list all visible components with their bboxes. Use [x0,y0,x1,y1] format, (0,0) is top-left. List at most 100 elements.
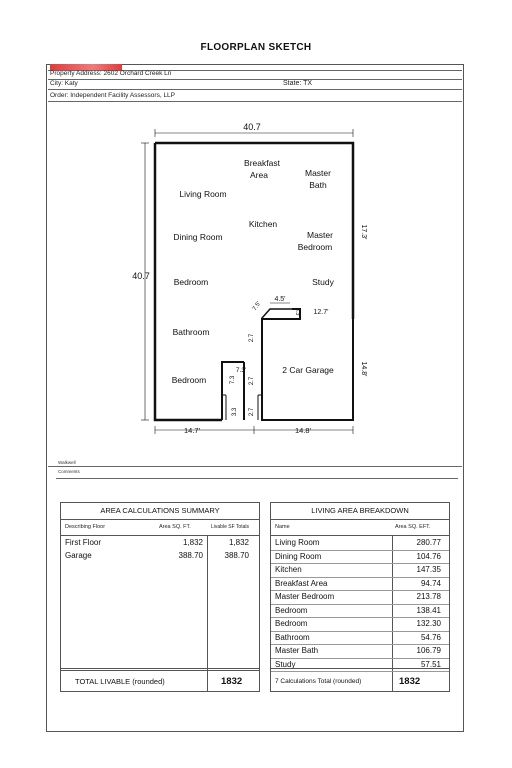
summary-area: 1,832 [182,538,203,547]
breakdown-room-name: Living Room [275,538,320,547]
living-area-breakdown-box: LIVING AREA BREAKDOWN Name Area SQ. EFT.… [270,502,450,692]
dim-right-upper: 17.3' [360,225,367,240]
dim-wall-b: 2.7 [249,376,255,385]
total-livable-label: TOTAL LIVABLE (rounded) [75,677,165,686]
col-livable: Livable SF Totals [211,524,249,530]
notch-wall [261,308,292,319]
summary-floor: Garage [65,551,92,560]
dim-notch-right: 12.7' [314,309,329,316]
col-area: Area SQ. FT. [159,524,191,530]
breakdown-room-name: Dining Room [275,551,322,561]
total-divider [271,668,449,669]
col-name: Name [275,524,290,530]
room-master-bedroom: Master [307,230,333,240]
breakdown-room-area: 104.76 [416,551,441,561]
dim-bottom-right: 14.8' [295,426,312,435]
notes-divider [48,466,462,467]
report-frame [46,64,464,732]
table-row: Master Bath 106.79 [271,644,449,659]
breakdown-header: Name Area SQ. EFT. [271,519,449,536]
area-summary-header: Describing Floor Area SQ. FT. Livable SF… [61,519,259,536]
comments-label: Comments [58,469,80,474]
room-dining-room: Dining Room [173,232,222,242]
room-garage: 2 Car Garage [282,365,334,375]
room-bedroom: Bedroom [174,277,209,287]
table-row: Study 57.51 [271,658,449,672]
summary-livable: 1,832 [228,538,249,547]
summary-livable: 388.70 [224,551,249,560]
breakdown-room-name: Bathroom [275,632,310,642]
room-master-bath: Bath [309,180,327,190]
dim-stair-33: 3.3 [232,407,238,416]
dim-notch-small: 3.3' [294,308,300,317]
interior-wall [221,361,244,420]
col-area: Area SQ. EFT. [395,524,431,530]
room-breakfast: Breakfast [244,158,281,168]
room-bathroom: Bathroom [173,327,210,337]
city: City: Katy [50,80,78,87]
breakdown-room-name: Study [275,659,296,669]
breakdown-room-area: 106.79 [416,646,441,655]
dim-right-lower: 14.8' [360,362,367,377]
summary-area: 388.70 [178,551,203,560]
property-address: Property Address: 2602 Orchard Creek Ln [50,70,172,77]
notes-divider [56,478,458,479]
total-divider [61,670,259,671]
table-row: Kitchen 147.35 [271,563,449,578]
dim-left-height: 40.7 [132,271,150,281]
breakdown-room-name: Bedroom [275,605,308,615]
total-divider [61,668,259,669]
dim-wall-c: 2.7 [249,407,255,416]
breakdown-room-name: Master Bedroom [275,592,335,601]
header-divider [48,101,462,102]
state: State: TX [283,80,313,87]
area-summary-box: AREA CALCULATIONS SUMMARY Describing Flo… [60,502,260,692]
table-row: Bedroom 138.41 [271,604,449,618]
table-row: Bathroom 54.76 [271,631,449,645]
header-divider [48,89,462,90]
dim-notch-top: 4.5' [274,296,285,303]
column-divider [207,535,208,691]
dim-bottom-left: 14.7' [184,426,201,435]
dim-stair-h: 7.3' [236,367,246,374]
summary-floor: First Floor [65,538,101,547]
floorplan-sketch: 40.7 40.7 17.3' 14.8' 14.7' 14.8' 4.5' 1… [132,122,367,435]
room-study: Study [312,277,334,287]
dim-diagonal: 7.5' [252,301,262,312]
table-row: Master Bedroom 213.78 [271,590,449,605]
header-divider [48,70,462,71]
breakdown-room-name: Breakfast Area [275,578,328,588]
breakdown-total-label: 7 Calculations Total (rounded) [275,678,362,685]
breakdown-room-area: 147.35 [416,565,441,574]
column-divider [392,535,393,691]
exterior-wall [153,143,222,422]
order: Order: Independent Facility Assessors, L… [50,92,176,99]
room-master-bath: Master [305,168,331,178]
table-row: Breakfast Area 94.74 [271,577,449,591]
room-kitchen: Kitchen [249,219,278,229]
breakdown-room-name: Master Bath [275,646,319,655]
dim-wall-a: 2.7 [249,333,255,342]
area-summary-title: AREA CALCULATIONS SUMMARY [61,503,259,520]
table-row: Bedroom 132.30 [271,617,449,632]
exterior-wall [155,141,355,319]
page-title: FLOORPLAN SKETCH [200,42,312,53]
breakdown-room-name: Bedroom [275,619,308,628]
notes-label: Walkwell [58,460,76,465]
room-master-bedroom: Bedroom [298,242,333,252]
room-bedroom: Bedroom [172,375,207,385]
breakdown-title: LIVING AREA BREAKDOWN [271,503,449,520]
breakdown-room-name: Kitchen [275,565,302,574]
breakdown-room-area: 54.76 [420,632,441,642]
breakdown-room-area: 213.78 [416,592,441,601]
company-logo [50,64,122,70]
total-livable-value: 1832 [221,676,243,687]
dim-top-width: 40.7 [243,122,261,132]
breakdown-room-area: 94.74 [420,578,441,588]
breakdown-room-area: 57.51 [420,659,441,669]
dim-stair-v: 7.3 [230,375,236,384]
breakdown-room-area: 138.41 [416,605,441,615]
breakdown-total-value: 1832 [399,676,421,687]
header-divider [48,79,462,80]
breakdown-room-area: 132.30 [416,619,441,628]
